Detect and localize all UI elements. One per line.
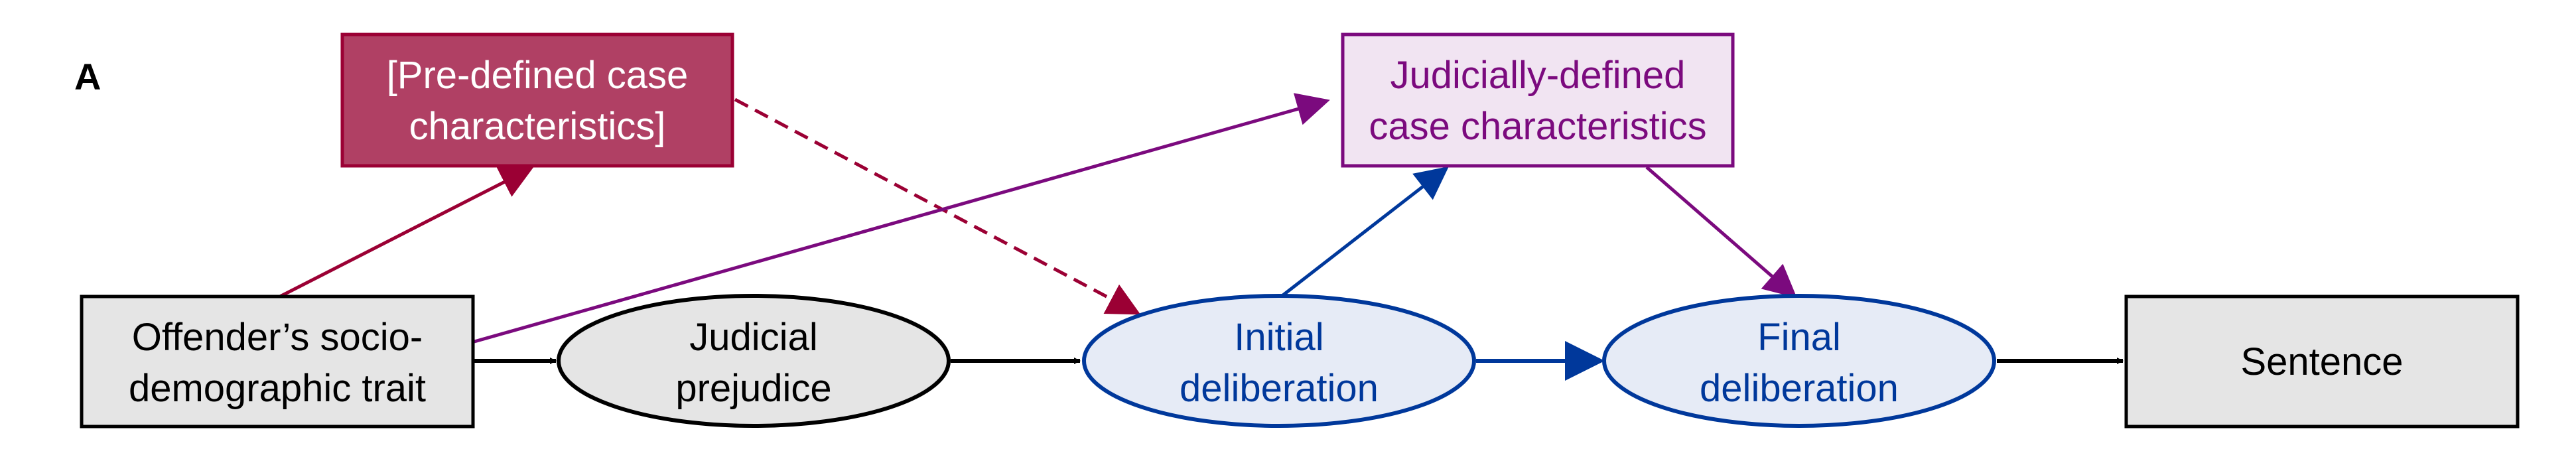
edge-predefined-to-initial — [734, 98, 1141, 315]
edge-offender-to-judicially-defined — [474, 93, 1330, 344]
node-label-line1: [Pre-defined case — [387, 54, 689, 97]
node-judicially-defined-case-characteristics: Judicially-defined case characteristics — [1341, 33, 1735, 168]
node-predefined-case-characteristics: [Pre-defined case characteristics] — [340, 33, 734, 168]
node-label-line2: characteristics] — [409, 105, 666, 148]
node-label-line2: demographic trait — [129, 367, 426, 410]
node-label-line2: prejudice — [675, 367, 831, 410]
node-judicial-prejudice: Judicial prejudice — [557, 294, 951, 428]
node-label-line1: Judicially-defined — [1390, 54, 1686, 97]
edges — [277, 93, 2124, 381]
node-label-line2: deliberation — [1700, 367, 1899, 410]
panel-label: A — [74, 56, 101, 98]
node-label-line1: Initial — [1234, 316, 1323, 359]
node-initial-deliberation: Initial deliberation — [1082, 294, 1476, 428]
node-sentence: Sentence — [2124, 295, 2520, 428]
node-label-line1: Offender’s socio- — [132, 316, 423, 359]
node-label: Sentence — [2240, 340, 2403, 383]
node-final-deliberation: Final deliberation — [1602, 294, 1996, 428]
edge-judicially-defined-to-final — [1645, 166, 1797, 298]
node-label-line2: case characteristics — [1369, 105, 1706, 148]
node-label-line1: Judicial — [689, 316, 817, 359]
edge-offender-to-predefined — [277, 166, 534, 299]
node-label-line2: deliberation — [1180, 367, 1379, 410]
node-offender-sociodemographic-trait: Offender’s socio- demographic trait — [80, 295, 475, 428]
edge-initial-to-judicially-defined — [1279, 166, 1449, 298]
node-label-line1: Final — [1757, 316, 1841, 359]
